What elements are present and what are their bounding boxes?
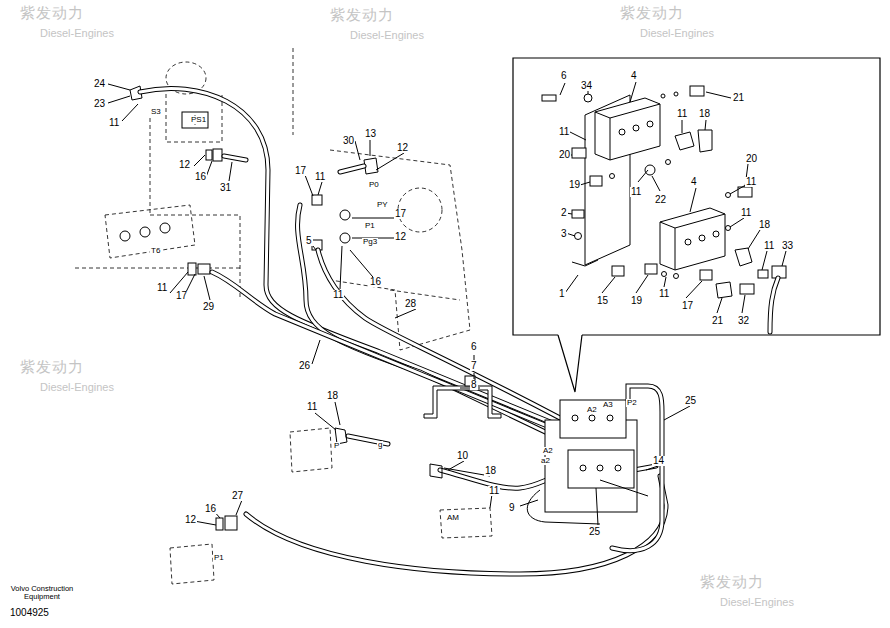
callout-number: 22 xyxy=(654,195,667,205)
callout-number: 11 xyxy=(740,208,752,218)
callout-number: 27 xyxy=(231,491,244,501)
port-label: P1 xyxy=(364,222,376,230)
callout-number: 19 xyxy=(630,296,643,306)
callout-number: 6 xyxy=(560,71,568,81)
maker-caption: Volvo Construction Equipment xyxy=(6,585,78,602)
callout-number: 11 xyxy=(108,118,120,128)
callout-number: 5 xyxy=(305,236,313,246)
callout-number: 7 xyxy=(470,361,478,371)
port-label: A3 xyxy=(602,401,614,409)
callout-number: 29 xyxy=(202,302,215,312)
port-label: g xyxy=(377,441,383,449)
port-label: P1 xyxy=(213,554,225,562)
callout-number: 30 xyxy=(342,136,355,146)
watermark-text: 紫发动力 xyxy=(20,6,84,21)
port-label: P2 xyxy=(626,399,638,407)
callout-number: 14 xyxy=(652,456,665,466)
callout-number: 3 xyxy=(560,229,568,239)
callout-number: 17 xyxy=(394,209,407,219)
callout-number: 12 xyxy=(394,232,407,242)
callout-number: 25 xyxy=(588,527,601,537)
watermark-text: Diesel-Engines xyxy=(40,382,114,393)
callout-number: 11 xyxy=(558,127,570,137)
port-label: a2 xyxy=(540,457,551,465)
callout-number: 18 xyxy=(326,391,339,401)
callout-number: 32 xyxy=(737,316,750,326)
callout-number: 4 xyxy=(690,177,698,187)
callout-number: 16 xyxy=(194,172,207,182)
callout-number: 34 xyxy=(580,81,593,91)
watermark-text: 紫发动力 xyxy=(330,8,394,23)
callout-number: 12 xyxy=(184,515,197,525)
port-label: S3 xyxy=(150,108,162,116)
callout-number: 10 xyxy=(456,451,469,461)
callout-number: 1 xyxy=(558,289,566,299)
port-label: A2 xyxy=(542,447,554,455)
port-label: A2 xyxy=(586,406,598,414)
port-label: T6 xyxy=(150,247,161,255)
callout-number: 11 xyxy=(658,289,670,299)
callout-number: 11 xyxy=(763,241,775,251)
callout-number: 11 xyxy=(488,486,500,496)
callout-number: 12 xyxy=(178,160,191,170)
port-label: P xyxy=(333,442,340,450)
callout-number: 20 xyxy=(558,150,571,160)
callout-number: 16 xyxy=(204,504,217,514)
port-label: PY xyxy=(376,201,389,209)
watermark-text: Diesel-Engines xyxy=(40,28,114,39)
drawing-number: 1004925 xyxy=(10,608,49,618)
callout-number: 8 xyxy=(470,380,478,390)
callout-number: 11 xyxy=(306,402,318,412)
callout-number: 18 xyxy=(484,466,497,476)
callout-number: 28 xyxy=(404,299,417,309)
watermark-text: 紫发动力 xyxy=(700,575,764,590)
callout-number: 19 xyxy=(568,180,581,190)
callout-number: 17 xyxy=(681,301,694,311)
callout-number: 18 xyxy=(698,109,711,119)
port-label: AM xyxy=(446,514,460,522)
callout-number: 23 xyxy=(93,99,106,109)
callout-number: 2 xyxy=(560,208,568,218)
port-label: PS1 xyxy=(190,116,207,124)
callout-number: 11 xyxy=(314,172,326,182)
callout-number: 21 xyxy=(711,316,724,326)
callout-number: 25 xyxy=(684,396,697,406)
callout-number: 13 xyxy=(364,129,377,139)
watermark-text: Diesel-Engines xyxy=(640,28,714,39)
watermark-text: 紫发动力 xyxy=(620,6,684,21)
callout-number: 20 xyxy=(745,154,758,164)
callout-number: 18 xyxy=(758,220,771,230)
callout-number: 11 xyxy=(676,109,688,119)
callout-number: 11 xyxy=(630,187,642,197)
callout-number: 33 xyxy=(781,241,794,251)
watermark-text: 紫发动力 xyxy=(20,360,84,375)
callout-number: 31 xyxy=(219,183,232,193)
callout-number: 26 xyxy=(298,361,311,371)
watermark-text: Diesel-Engines xyxy=(720,597,794,608)
callout-number: 11 xyxy=(156,283,168,293)
callout-number: 17 xyxy=(294,166,307,176)
callout-number: 4 xyxy=(630,71,638,81)
port-label: P0 xyxy=(368,181,380,189)
callout-number: 11 xyxy=(745,177,757,187)
callout-number: 15 xyxy=(596,296,609,306)
callout-number: 6 xyxy=(470,342,478,352)
port-label: Pg3 xyxy=(362,238,378,246)
callout-number: 24 xyxy=(93,79,106,89)
callout-number: 17 xyxy=(175,291,188,301)
callout-number: 11 xyxy=(332,290,344,300)
callout-number: 16 xyxy=(369,277,382,287)
callout-number: 9 xyxy=(508,503,516,513)
watermark-text: Diesel-Engines xyxy=(350,30,424,41)
callout-number: 21 xyxy=(732,93,745,103)
callout-number: 12 xyxy=(396,143,409,153)
